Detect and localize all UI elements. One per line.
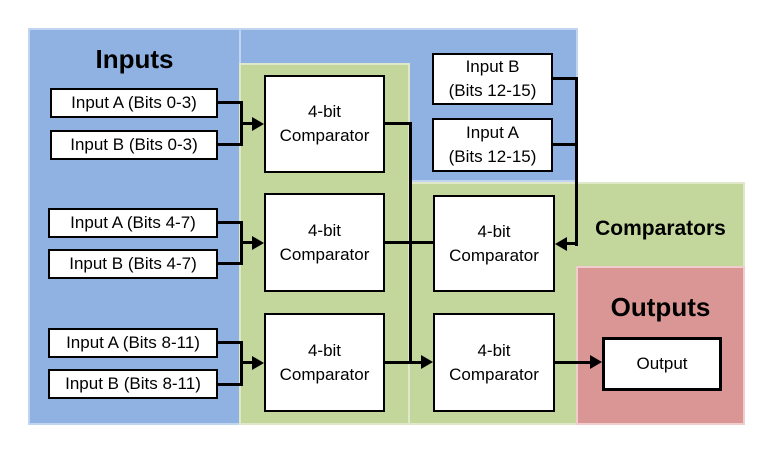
arrowhead-output-icon (590, 355, 602, 369)
comparators-heading: Comparators (595, 217, 726, 240)
wire-inputB4-7-stub (218, 262, 243, 265)
wire-row2-to-comparator (240, 241, 253, 244)
output-box: Output (602, 337, 722, 391)
wire-row1-to-comparator (240, 122, 253, 125)
wire-inputB12-15-stub (553, 77, 578, 80)
wire-inputA8-11-stub (217, 341, 243, 344)
input-a-bits-8-11-box: Input A (Bits 8-11) (48, 328, 218, 358)
comparator-5-box: 4-bit Comparator (433, 313, 555, 412)
input-a-bits-0-3-box: Input A (Bits 0-3) (50, 88, 218, 118)
arrowhead-row2-icon (252, 236, 264, 250)
wire-to-output (555, 361, 590, 364)
comparator-3-box: 4-bit Comparator (264, 313, 385, 412)
comparator-1-box: 4-bit Comparator (264, 75, 385, 173)
input-b-bits-12-15-box: Input B (Bits 12-15) (432, 53, 553, 105)
comparator-2-box: 4-bit Comparator (264, 193, 385, 292)
arrowhead-comparator5-icon (421, 355, 433, 369)
wire-inputA4-7-stub (218, 221, 243, 224)
wire-inputB8-11-stub (217, 383, 243, 386)
comparator-4-box: 4-bit Comparator (433, 195, 555, 292)
arrowhead-12-15-icon (555, 237, 567, 251)
wire-row3-to-comparator (240, 361, 253, 364)
arrowhead-row1-icon (252, 117, 264, 131)
input-b-bits-4-7-box: Input B (Bits 4-7) (48, 249, 218, 279)
wire-12-15-to-comparator (566, 242, 578, 245)
inputs-heading: Inputs (95, 44, 174, 74)
outputs-heading: Outputs (610, 292, 711, 322)
wire-inputA12-15-stub (553, 143, 578, 146)
wire-12-15-down (575, 77, 578, 246)
wire-comparator2-to-comparator4 (385, 241, 433, 244)
input-a-bits-4-7-box: Input A (Bits 4-7) (48, 208, 218, 238)
input-b-bits-0-3-box: Input B (Bits 0-3) (50, 130, 218, 160)
input-b-bits-8-11-box: Input B (Bits 8-11) (48, 369, 218, 399)
arrowhead-row3-icon (252, 356, 264, 370)
input-a-bits-12-15-box: Input A (Bits 12-15) (432, 118, 553, 172)
wire-comparator3-to-comparator5 (385, 361, 421, 364)
wire-inputB0-3-stub (218, 143, 243, 146)
wire-comparator1-out (385, 122, 412, 125)
wire-inputA0-3-stub (218, 101, 243, 104)
